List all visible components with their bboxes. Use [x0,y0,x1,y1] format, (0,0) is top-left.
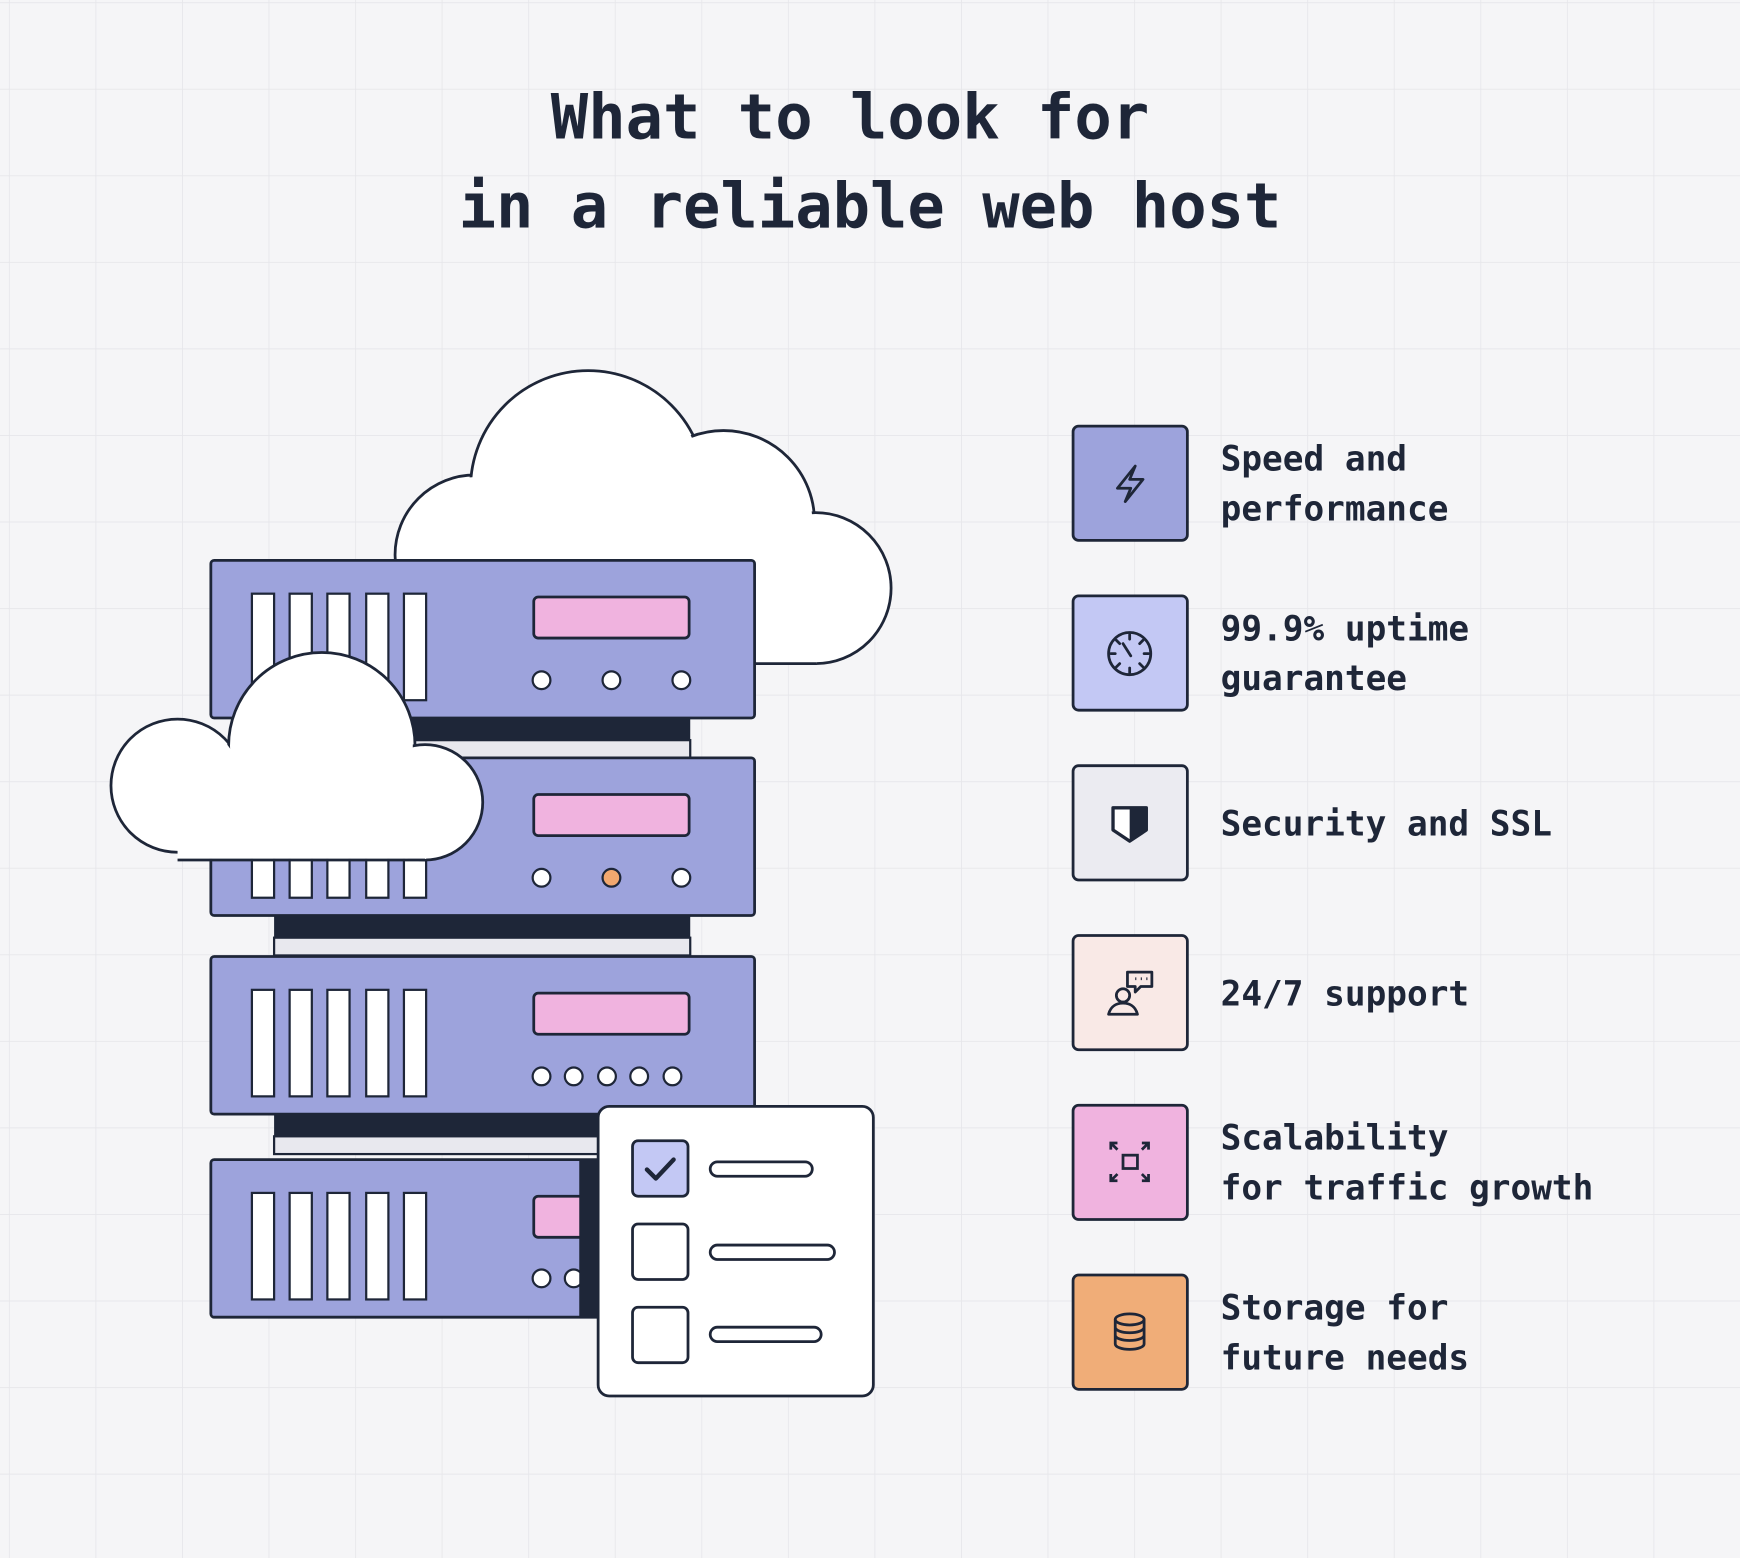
feature-label: guarantee [1221,659,1407,699]
feature-label: 24/7 support [1221,974,1469,1014]
server-vent [250,1191,276,1301]
checkbox [631,1305,690,1365]
feature-label: 99.9% uptime [1221,609,1469,649]
server-vent [365,1191,390,1301]
server-rail [274,1114,691,1137]
feature-storage: Storage for future needs [1071,1273,1469,1391]
feature-speed: Speed and performance [1071,424,1449,542]
feature-label: Storage for [1221,1288,1449,1328]
server-vent [402,592,428,702]
server-rail [272,936,692,957]
feature-label: for traffic growth [1221,1169,1594,1209]
feature-icon-box [1071,424,1189,542]
server-vent [365,988,390,1098]
server-display [532,793,691,837]
feature-label: Scalability [1221,1119,1449,1159]
feature-label: Security and SSL [1221,805,1552,845]
server-led [531,670,552,691]
server-vent [326,1191,351,1301]
feature-icon-box [1071,1103,1189,1221]
feature-security: Security and SSL [1071,764,1552,882]
server-vent [288,988,313,1098]
cloud-small [109,651,485,862]
feature-list: Speed and performance 99.9% uptime guara… [1071,424,1594,1391]
server-led [671,867,692,888]
feature-support: 24/7 support [1071,934,1469,1052]
server-led [601,867,622,888]
page-title-line2: in a reliable web host [459,169,1282,242]
server-vent [288,1191,313,1301]
feature-label: performance [1221,489,1449,529]
server-led [601,670,622,691]
server-rail [274,915,691,938]
feature-scalability: Scalability for traffic growth [1071,1103,1594,1221]
checkbox [631,1222,690,1281]
expand-icon [1109,1141,1150,1183]
server-led [629,1066,650,1087]
checklist-card [579,1104,875,1398]
check-icon [644,1157,676,1181]
stopwatch-icon [1107,631,1153,677]
page-title-line1: What to look for [551,81,1149,154]
server-led [662,1066,683,1087]
server-display [532,595,691,640]
feature-label: future needs [1221,1338,1469,1378]
server-vent [402,988,428,1098]
checkbox-checked [631,1139,690,1198]
feature-uptime: 99.9% uptime guarantee [1071,594,1469,712]
server-vent [250,988,276,1098]
server-led [531,867,552,888]
server-led [671,670,692,691]
server-vent [326,988,351,1098]
server-display [532,991,691,1036]
database-icon [1113,1312,1146,1351]
feature-label: Speed and [1221,440,1407,480]
server-led [597,1066,617,1087]
server-led [531,1066,552,1087]
support-chat-icon [1107,970,1154,1016]
lightning-icon [1116,464,1145,503]
server-led [563,1066,584,1087]
server-led [531,1268,552,1289]
server-vent [402,1191,428,1301]
